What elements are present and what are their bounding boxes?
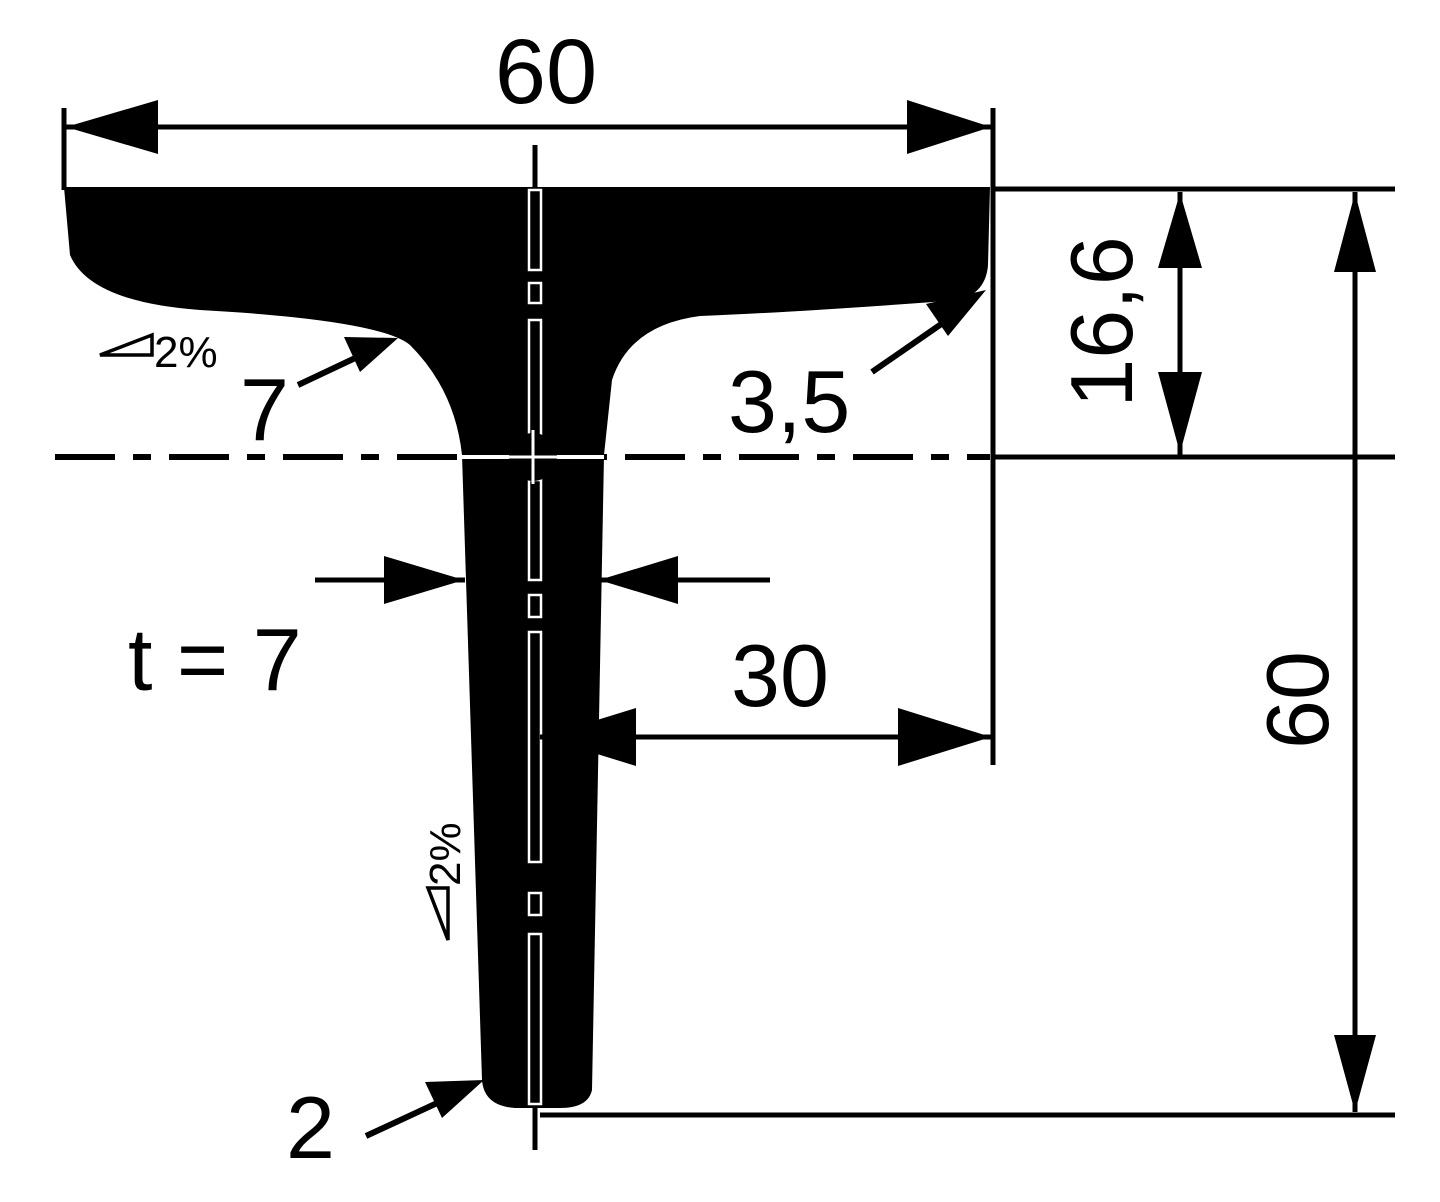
half-width-arrow-right xyxy=(898,708,991,766)
web-slope-triangle-icon xyxy=(425,886,450,941)
total-height-label: 60 xyxy=(1248,651,1347,749)
flange-height-arrow-bottom xyxy=(1158,372,1202,453)
flange-height-arrow-top xyxy=(1158,193,1202,268)
extension-lines xyxy=(61,108,1395,1118)
flange-height-label: 16,6 xyxy=(1052,236,1151,407)
root-radius-label: 7 xyxy=(240,360,289,459)
top-width-label: 60 xyxy=(495,21,597,123)
thickness-label: t = 7 xyxy=(128,610,302,709)
thickness-arrow-left xyxy=(384,556,464,604)
web-tip-radius-label: 2 xyxy=(286,1078,335,1177)
root-radius-arrow xyxy=(344,337,398,372)
top-width-arrow-left xyxy=(66,100,158,154)
flange-slope-triangle-icon xyxy=(99,332,154,357)
total-height-arrow-top xyxy=(1334,193,1376,272)
web-tip-radius-arrow xyxy=(425,1080,484,1118)
flange-tip-radius-leader xyxy=(870,315,952,375)
half-width-label: 30 xyxy=(731,626,829,725)
flange-slope-label: 2% xyxy=(154,328,218,377)
thickness-arrow-right xyxy=(599,556,678,604)
half-width-arrow-left xyxy=(542,708,636,766)
web-tip-radius-leader xyxy=(364,1095,450,1139)
flange-tip-radius-label: 3,5 xyxy=(728,352,850,451)
top-width-arrow-right xyxy=(907,100,991,154)
web-slope-label: 2% xyxy=(421,822,470,886)
flange-tip-radius-arrow xyxy=(926,290,986,336)
total-height-arrow-bottom xyxy=(1334,1035,1376,1112)
t-profile xyxy=(64,187,990,1108)
